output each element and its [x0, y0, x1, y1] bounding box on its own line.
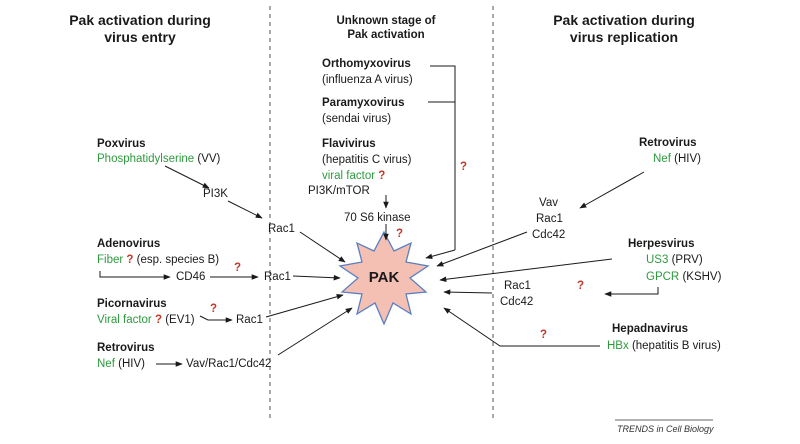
s6-kinase-label: 70 S6 kinase — [344, 212, 411, 224]
header-right: Pak activation during virus replication — [544, 12, 704, 46]
poxvirus-factor-line: Phosphatidylserine (VV) — [97, 152, 220, 166]
paramyxovirus-title: Paramyxovirus — [322, 97, 405, 109]
arrow-pox-to-pi3k — [164, 165, 210, 189]
orthomyxovirus-sub: (influenza A virus) — [322, 74, 413, 86]
paramyxovirus-sub: (sendai virus) — [322, 113, 392, 125]
header-right-line1: Pak activation during — [553, 12, 695, 28]
us3-label: US3 — [646, 254, 669, 266]
left-retrovirus-factor-line: Nef (HIV) — [97, 357, 145, 371]
pox-pi3k-label: PI3K — [203, 188, 228, 200]
arrow-adeno-rac1-to-pak — [292, 274, 341, 281]
hbx-line: HBx (hepatitis B virus) — [607, 339, 721, 353]
hbx-question-mark: ? — [540, 329, 548, 341]
pak-label: PAK — [368, 269, 400, 286]
arrow-herpes-rac1-to-pak — [443, 289, 493, 295]
header-left-line1: Pak activation during — [69, 12, 211, 28]
bracket-question-mark: ? — [460, 161, 468, 173]
arrow-hbx-to-pak — [443, 307, 600, 347]
arrow-right-nef-to-vav — [579, 171, 645, 209]
adeno-rac1-label: Rac1 — [264, 271, 291, 283]
arrow-pi3k-to-rac1 — [227, 200, 263, 219]
flavivirus-sub: (hepatitis C virus) — [322, 154, 412, 166]
poxvirus-title: Poxvirus — [97, 138, 146, 150]
left-retrovirus-title: Retrovirus — [97, 342, 155, 354]
adenovirus-suffix: (esp. species B) — [136, 254, 220, 266]
gpcr-suffix: (KSHV) — [682, 271, 722, 283]
hbx-label: HBx — [607, 340, 629, 352]
adenovirus-title: Adenovirus — [97, 238, 161, 250]
pak-starburst — [338, 230, 430, 326]
phosphatidylserine-label: Phosphatidylserine — [97, 153, 195, 165]
center-viral-factor-question-mark: ? — [378, 170, 386, 182]
herpesvirus-title: Herpesvirus — [628, 238, 695, 250]
journal-footer: TRENDS in Cell Biology — [617, 424, 714, 434]
header-center: Unknown stage of Pak activation — [318, 14, 454, 42]
arrow-vav-to-pak — [277, 307, 353, 356]
right-cdc42-label: Cdc42 — [532, 229, 566, 241]
picorna-arrow-question-mark: ? — [210, 303, 218, 315]
herpes-question-mark: ? — [577, 280, 585, 292]
arrow-viralfactor-to-rac1 — [199, 315, 233, 323]
picorna-question-mark: ? — [154, 314, 162, 326]
arrow-rac1-to-pak — [299, 231, 346, 263]
arrow-fiber-to-cd46 — [99, 271, 171, 280]
orthomyxovirus-title: Orthomyxovirus — [322, 58, 411, 70]
right-nef-label: Nef — [653, 153, 671, 165]
cd46-question-mark: ? — [234, 262, 242, 274]
herpes-cdc42-label: Cdc42 — [500, 296, 534, 308]
gpcr-label: GPCR — [646, 271, 680, 283]
viral-factor-label: Viral factor — [97, 314, 152, 326]
hepadnavirus-title: Hepadnavirus — [612, 323, 689, 335]
center-viral-factor-label: viral factor — [322, 170, 376, 182]
flavivirus-title: Flavivirus — [322, 138, 376, 150]
arrow-gpcr-to-rac1 — [604, 287, 659, 297]
fiber-question-mark: ? — [126, 254, 134, 266]
header-center-line1: Unknown stage of — [336, 15, 436, 27]
us3-suffix: (PRV) — [671, 254, 703, 266]
fiber-label: Fiber — [97, 254, 124, 266]
right-retrovirus-suffix: (HIV) — [674, 153, 701, 165]
hbx-suffix: (hepatitis B virus) — [631, 340, 721, 352]
adenovirus-factor-line: Fiber ? (esp. species B) — [97, 253, 219, 267]
right-vav-label: Vav — [539, 197, 558, 209]
arrow-picorna-rac1-to-pak — [265, 294, 344, 318]
right-retrovirus-factor-line: Nef (HIV) — [653, 152, 701, 166]
arrow-bracket-end — [425, 249, 456, 260]
us3-line: US3 (PRV) — [646, 253, 703, 267]
left-nef-label: Nef — [97, 358, 115, 370]
arrow-right-cdc42-to-pak — [436, 231, 528, 267]
picorna-rac1-label: Rac1 — [236, 314, 263, 326]
header-left: Pak activation during virus entry — [60, 12, 220, 46]
picornavirus-suffix: (EV1) — [165, 314, 195, 326]
header-right-line2: virus replication — [569, 29, 679, 45]
picornavirus-title: Picornavirus — [97, 298, 167, 310]
left-retrovirus-suffix: (HIV) — [118, 358, 145, 370]
arrow-us3-to-pak — [439, 258, 613, 283]
vav-rac1-cdc42-label: Vav/Rac1/Cdc42 — [186, 358, 272, 370]
herpes-rac1-label: Rac1 — [504, 280, 531, 292]
header-left-line2: virus entry — [104, 29, 176, 45]
bracket-ortho-para — [428, 65, 456, 103]
pox-rac1-label: Rac1 — [268, 223, 295, 235]
header-center-line2: Pak activation — [347, 29, 425, 41]
picornavirus-factor-line: Viral factor ? (EV1) — [97, 313, 195, 327]
right-retrovirus-title: Retrovirus — [639, 137, 697, 149]
pi3k-mtor-label: PI3K/mTOR — [308, 185, 370, 197]
gpcr-line: GPCR (KSHV) — [646, 270, 721, 284]
s6k-question-mark: ? — [396, 228, 404, 240]
poxvirus-suffix: (VV) — [197, 153, 221, 165]
cd46-label: CD46 — [176, 271, 206, 283]
right-rac1-label: Rac1 — [536, 213, 563, 225]
flavivirus-factor-line: viral factor ? — [322, 169, 385, 183]
